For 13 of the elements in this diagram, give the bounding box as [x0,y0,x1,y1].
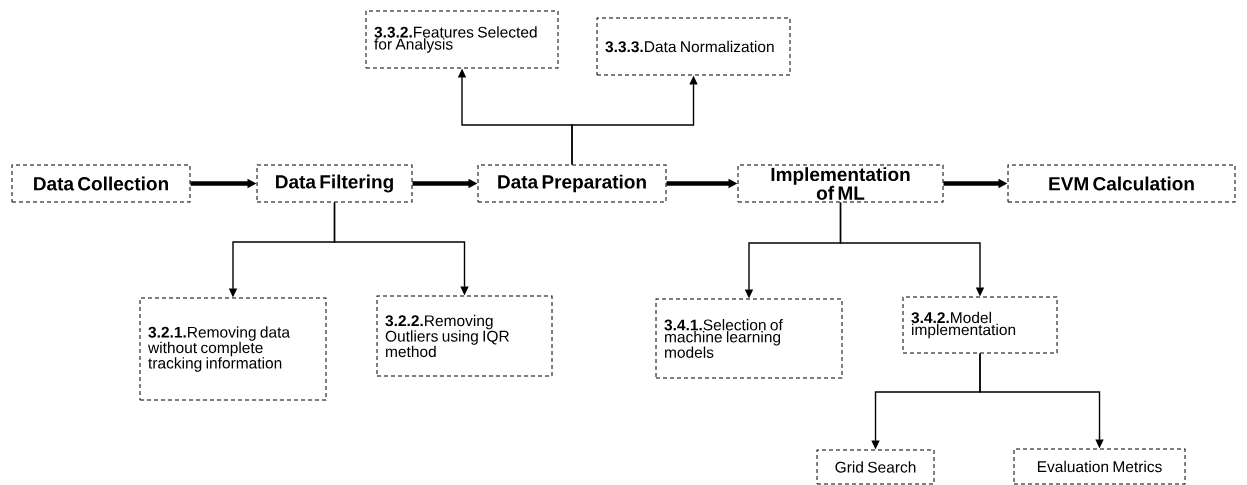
process-box: 3.2.2.Removing Outliers using IQR method [376,295,553,377]
process-box: 3.4.2.Model implementation [902,296,1058,354]
process-box: 3.3.2.Features Selected for Analysis [365,10,559,69]
process-box: Data Preparation [477,164,667,203]
process-box: EVM Calculation [1007,164,1236,203]
process-box: Data Filtering [256,164,413,203]
process-box: Implementation of ML [737,164,944,203]
process-box: Data Collection [11,164,191,203]
process-box: 3.3.3.Data Normalization [596,17,791,76]
process-box: Grid Search [816,449,935,485]
process-box: Evaluation Metrics [1013,448,1186,485]
process-box: 3.4.1.Selection of machine learning models [655,298,843,379]
process-box: 3.2.1.Removing data without complete tracking information [139,297,327,401]
